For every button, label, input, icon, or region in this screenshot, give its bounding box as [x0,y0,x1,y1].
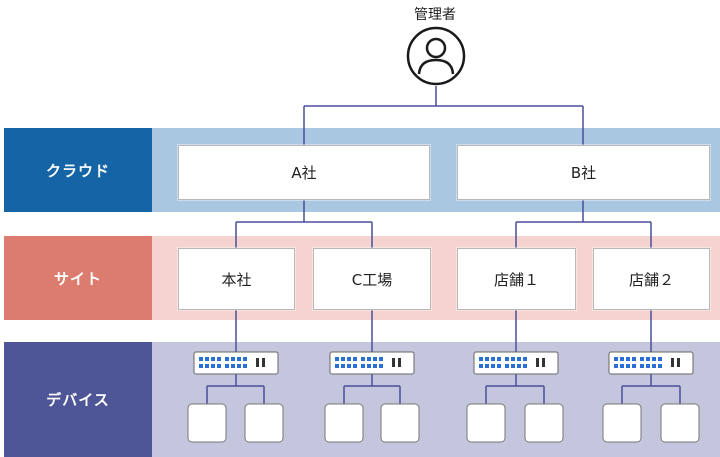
access-point-icon [524,403,564,443]
site-row-label: サイト [4,236,152,320]
cloud-node-b: B社 [457,145,710,200]
admin-label: 管理者 [414,7,456,23]
device-row-label: デバイス [4,342,152,457]
access-point-icon [187,403,227,443]
cloud-node-a: A社 [178,145,430,200]
access-point-icon [244,403,284,443]
site-node-store-1: 店舗１ [457,248,576,310]
access-point-icon [466,403,506,443]
access-point-icon [660,403,700,443]
access-point-icon [324,403,364,443]
switch-store-2 [608,351,694,375]
site-node-honsha: 本社 [178,248,295,310]
admin-user-icon [406,26,466,86]
access-point-icon [602,403,642,443]
switch-honsha [193,351,279,375]
switch-c-factory [329,351,415,375]
site-node-c-factory: C工場 [313,248,431,310]
site-node-store-2: 店舗２ [593,248,710,310]
cloud-row-label: クラウド [4,128,152,212]
switch-store-1 [473,351,559,375]
access-point-icon [380,403,420,443]
